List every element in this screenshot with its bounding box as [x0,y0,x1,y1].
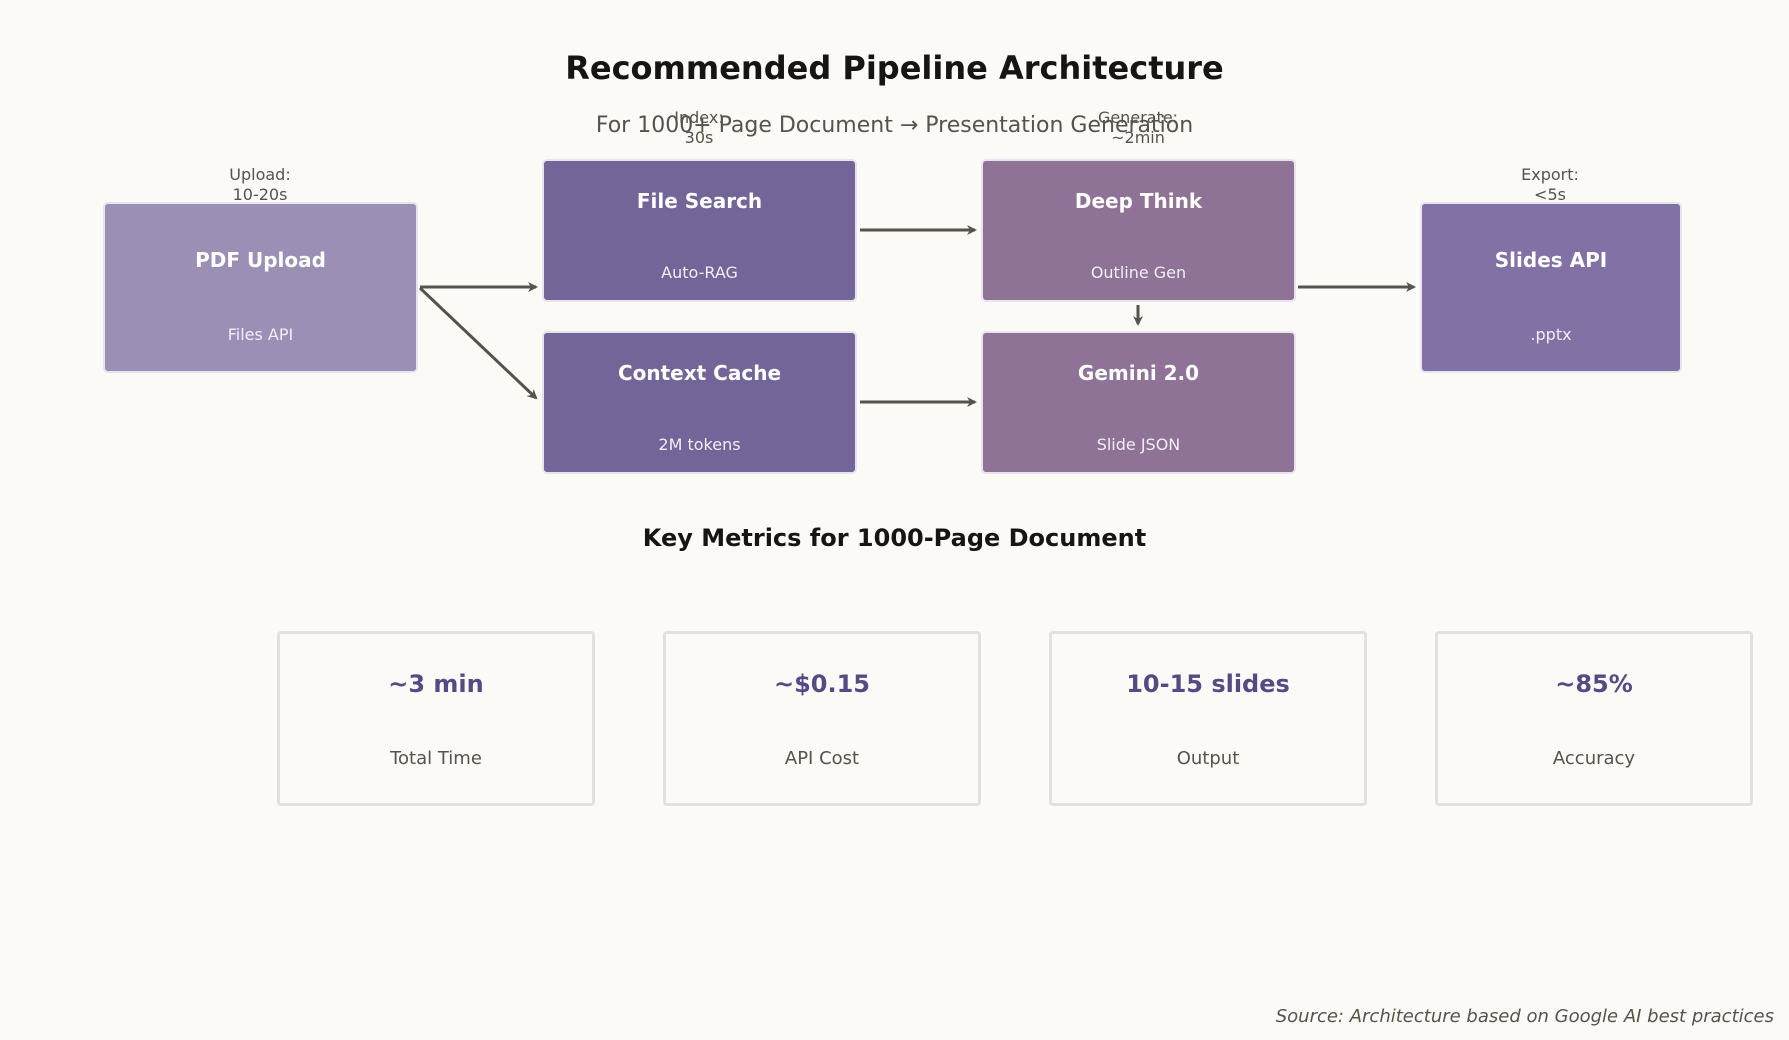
node-subtitle: 2M tokens [658,435,741,454]
node-subtitle: Auto-RAG [661,263,738,282]
metric-card-api-cost: ~$0.15 API Cost [663,631,981,806]
node-gemini: Gemini 2.0 Slide JSON [981,331,1296,474]
node-pdf-upload: PDF Upload Files API [103,202,418,373]
stage-label-generate: Generate: ~2min [1097,108,1179,147]
metric-value: ~$0.15 [773,670,871,698]
stage-label-index: Index: 30s [674,108,724,147]
stage-label-export: Export: <5s [1521,165,1579,204]
node-title: Context Cache [617,361,782,385]
metric-value: ~85% [1555,670,1633,698]
stage-label-upload: Upload: 10-20s [229,165,291,204]
node-title: Deep Think [1074,189,1203,213]
node-title: File Search [636,189,763,213]
node-subtitle: Slide JSON [1096,435,1181,454]
metric-card-total-time: ~3 min Total Time [277,631,595,806]
node-title: Gemini 2.0 [1077,361,1200,385]
node-title: PDF Upload [195,248,326,272]
metric-card-accuracy: ~85% Accuracy [1435,631,1753,806]
node-context-cache: Context Cache 2M tokens [542,331,857,474]
node-title: Slides API [1494,248,1608,272]
metric-label: Output [1176,748,1240,769]
source-note: Source: Architecture based on Google AI … [1275,1006,1774,1027]
metric-label: Total Time [390,748,482,769]
node-deep-think: Deep Think Outline Gen [981,159,1296,302]
metric-value: ~3 min [388,670,484,698]
node-slides-api: Slides API .pptx [1420,202,1682,373]
arrow-upload-to-context-cache [418,286,538,400]
node-file-search: File Search Auto-RAG [542,159,857,302]
metrics-heading: Key Metrics for 1000-Page Document [642,524,1147,552]
node-subtitle: Outline Gen [1090,263,1187,282]
node-subtitle: .pptx [1530,325,1572,344]
metric-card-output: 10-15 slides Output [1049,631,1367,806]
metric-label: Accuracy [1552,748,1636,769]
page-title: Recommended Pipeline Architecture [565,49,1224,87]
page-subtitle: For 1000+ Page Document → Presentation G… [595,113,1194,138]
metric-label: API Cost [784,748,860,769]
metric-value: 10-15 slides [1126,670,1290,698]
node-subtitle: Files API [227,325,294,344]
